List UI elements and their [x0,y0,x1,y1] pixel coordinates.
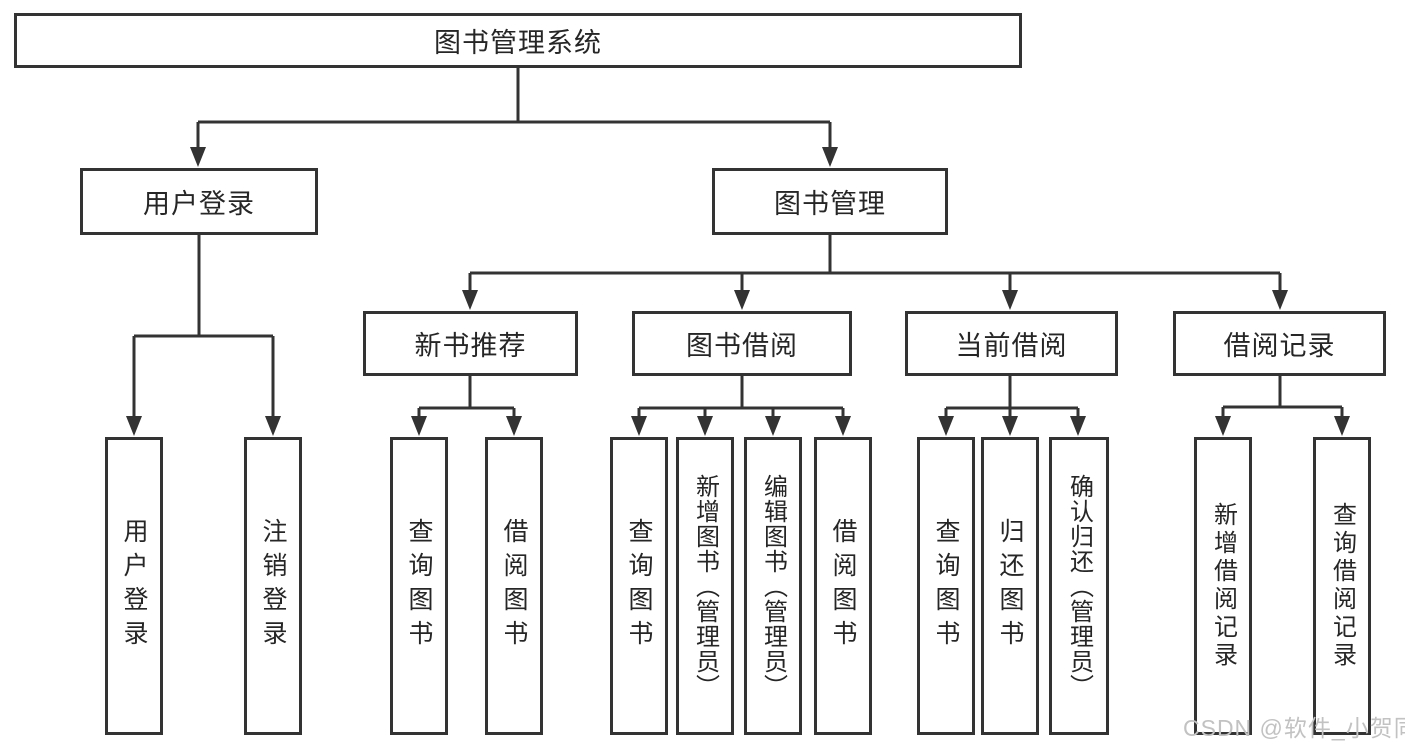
connector-current-borrow-children [938,375,1086,436]
node-label: 查询图书 [932,518,960,654]
leaf-user-login: 用户登录 [105,437,163,735]
csdn-watermark: CSDN @软件_小贺同学 [1183,715,1405,741]
leaf-borrow-books: 借阅图书 [814,437,872,735]
leaf-return-books: 归还图书 [981,437,1039,735]
connector-new-book-children [411,375,522,436]
node-label: 当前借阅 [955,331,1068,361]
node-label: 借阅图书 [829,518,857,654]
node-label: 新书推荐 [414,331,527,361]
node-label: 归还图书 [996,518,1024,654]
leaf-borrow-books-recommend: 借阅图书 [485,437,543,735]
node-label: 注销登录 [259,518,287,654]
leaf-query-books-current: 查询图书 [917,437,975,735]
node-label: 图书管理系统 [434,28,602,58]
node-label: 查询图书 [405,518,433,654]
leaf-add-books-admin: 新增图书（管理员） [676,437,734,735]
node-user-login: 用户登录 [80,168,318,235]
node-label: 用户登录 [143,189,255,219]
leaf-query-borrow-record: 查询借阅记录 [1313,437,1371,735]
node-current-borrowing: 当前借阅 [905,311,1118,376]
leaf-query-books-recommend: 查询图书 [390,437,448,735]
node-new-book-recommend: 新书推荐 [363,311,578,376]
node-label: 借阅图书 [500,518,528,654]
node-label: 图书借阅 [686,331,798,361]
connector-root-to-level2 [190,67,838,167]
leaf-add-borrow-record: 新增借阅记录 [1194,437,1252,735]
connector-user-login-children [126,235,281,436]
node-library-management-system: 图书管理系统 [14,13,1022,68]
node-book-management: 图书管理 [712,168,948,235]
node-label: 图书管理 [774,189,886,219]
node-label: 新增图书（管理员） [691,473,719,699]
leaf-logout: 注销登录 [244,437,302,735]
connector-borrow-record-children [1215,375,1350,436]
leaf-query-books-borrowing: 查询图书 [610,437,668,735]
node-label: 借阅记录 [1223,331,1336,361]
node-label: 新增借阅记录 [1209,502,1237,670]
connector-book-mgmt-children [462,234,1288,310]
leaf-confirm-return-admin: 确认归还（管理员） [1049,437,1109,735]
node-borrow-records: 借阅记录 [1173,311,1386,376]
node-label: 编辑图书（管理员） [759,473,787,699]
leaf-edit-books-admin: 编辑图书（管理员） [744,437,802,735]
node-label: 查询图书 [625,518,653,654]
node-label: 查询借阅记录 [1328,502,1356,670]
node-book-borrowing: 图书借阅 [632,311,852,376]
connector-book-borrow-children [631,375,851,436]
node-label: 用户登录 [120,518,148,654]
node-label: 确认归还（管理员） [1065,473,1093,699]
